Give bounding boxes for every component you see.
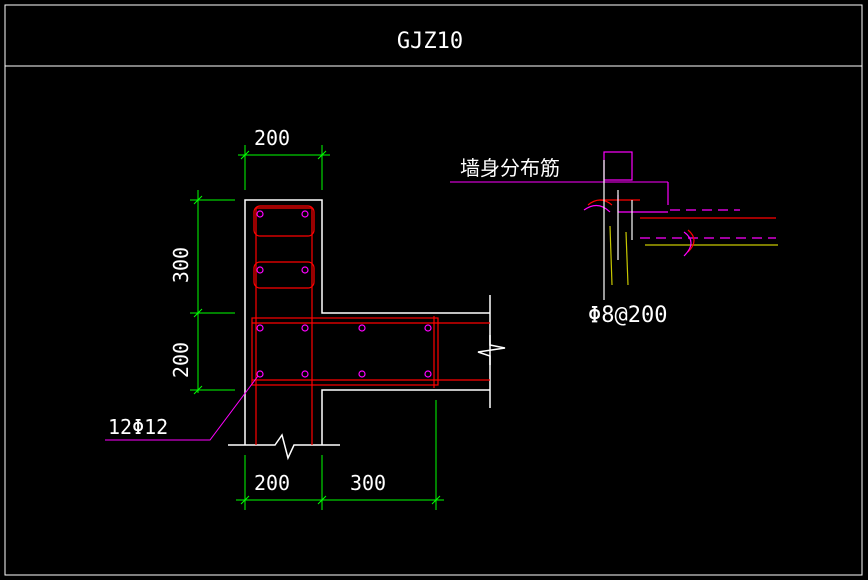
dim-bottom-right: 300 — [350, 471, 386, 495]
dim-bottom-left: 200 — [254, 471, 290, 495]
wall-rebar-label: 墙身分布筋 — [460, 156, 560, 180]
stirrup-spec-label: Φ8@200 — [588, 303, 667, 328]
column-outline — [228, 199, 506, 461]
rebar-lines — [251, 205, 490, 445]
dim-top-width: 200 — [254, 126, 290, 150]
dim-vertical-upper: 300 — [169, 247, 193, 283]
rebar-main-label: 12Φ12 — [108, 415, 168, 439]
drawing-title: GJZ10 — [397, 29, 463, 54]
dim-vertical-lower: 200 — [169, 342, 193, 378]
wall-rebar-detail — [583, 151, 778, 300]
rebar-points — [256, 210, 432, 378]
dimension-lines — [190, 145, 444, 510]
drawing-frame — [4, 4, 863, 576]
rebar-leader-line — [105, 375, 259, 441]
